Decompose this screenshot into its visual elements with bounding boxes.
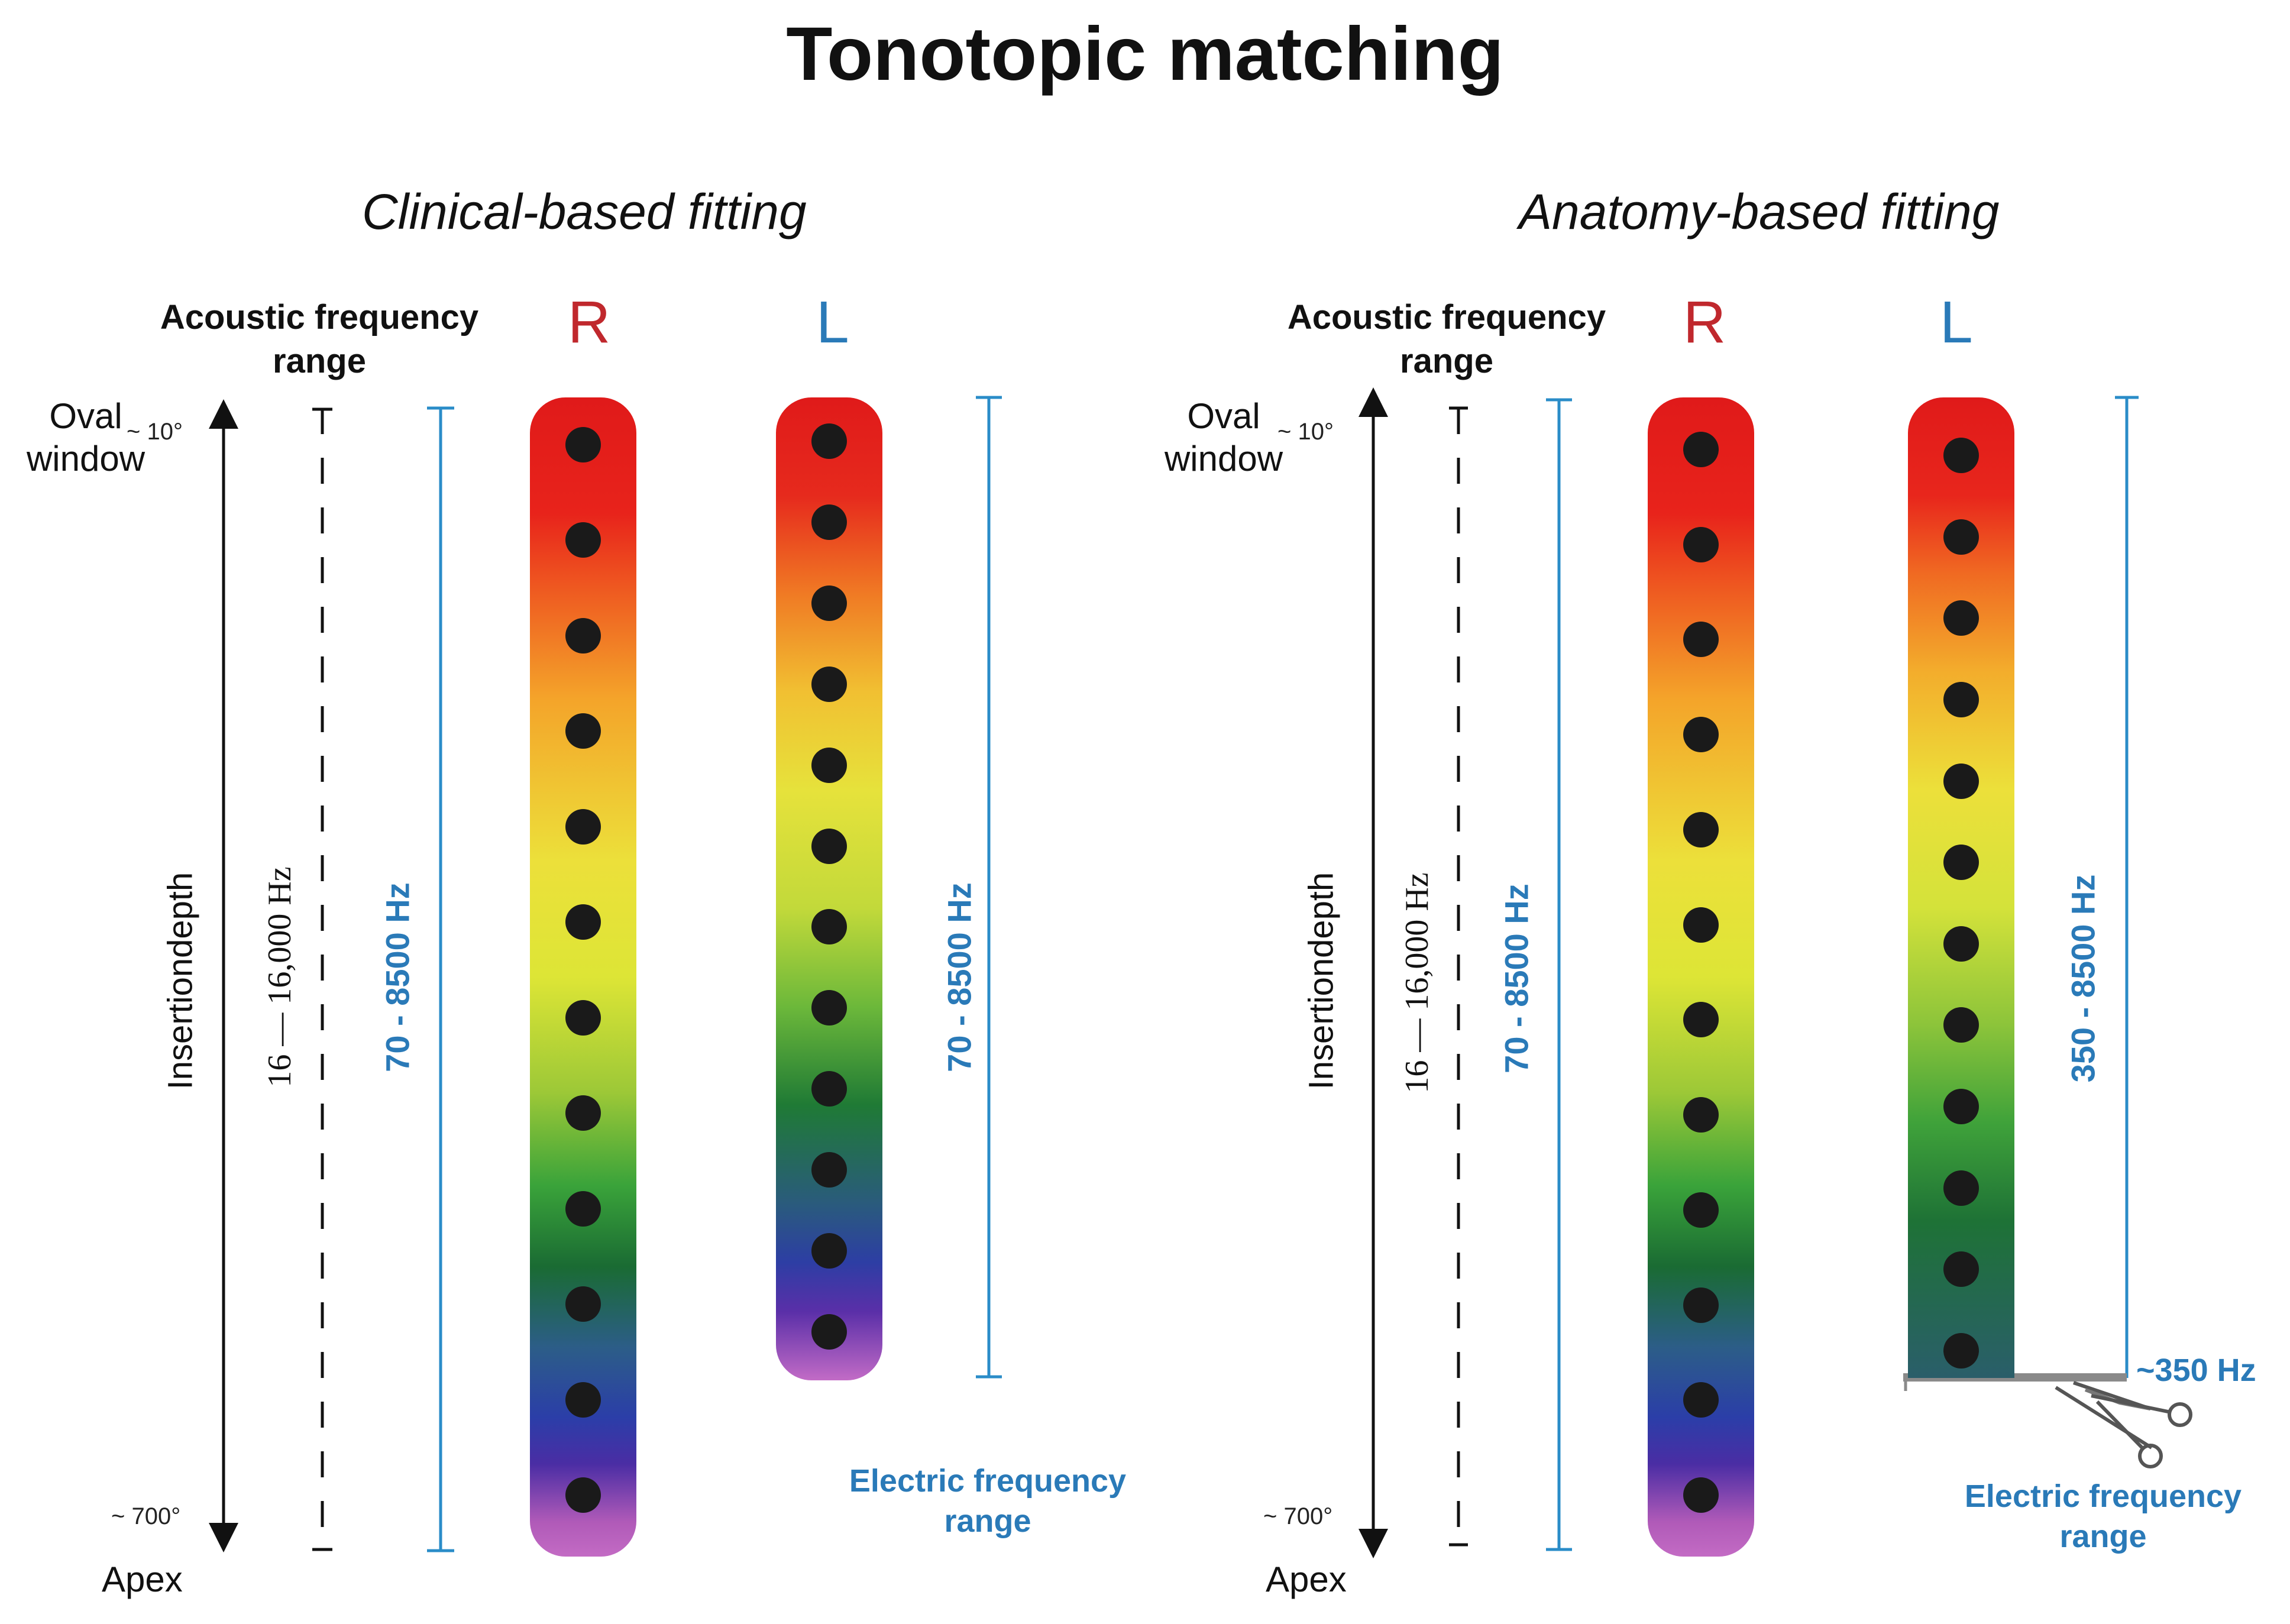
insertion-depth-label: Insertiondepth	[1302, 872, 1341, 1090]
electrode-contact	[565, 522, 601, 558]
electrode-array-right	[1648, 397, 1754, 1557]
clinical-guides	[209, 396, 1002, 1552]
electrode-contact	[811, 585, 847, 621]
electrode-contact	[1943, 1333, 1979, 1369]
electrode-contact	[565, 1382, 601, 1418]
electrode-contact	[1943, 926, 1979, 962]
oval-window-label: Oval window	[1164, 396, 1283, 478]
electrode-contact	[565, 999, 601, 1036]
electrode-contact	[811, 666, 847, 702]
apex-angle: ~ 700°	[1263, 1503, 1333, 1529]
electrode-contact	[565, 1286, 601, 1322]
electrode-contact	[1683, 1002, 1719, 1038]
anatomy-panel: Anatomy-based fitting Acoustic frequency…	[1145, 0, 2290, 1624]
electrode-contact	[811, 828, 847, 864]
electrode-contact	[565, 808, 601, 845]
clinical-panel: Clinical-based fitting Acoustic frequenc…	[26, 184, 1126, 1599]
clinical-subtitle: Clinical-based fitting	[362, 184, 807, 240]
right-ear-label: R	[568, 289, 611, 355]
electrode-contact	[1943, 1007, 1979, 1043]
oval-window-label: Oval window	[26, 396, 145, 478]
acoustic-range-value: 16 — 16,000 Hz	[1399, 872, 1435, 1094]
electrode-contact	[565, 713, 601, 749]
electrode-array-left	[1908, 397, 2014, 1378]
electrode-contact	[1943, 1251, 1979, 1287]
electrode-contact	[565, 1477, 601, 1513]
electrode-contact	[1943, 681, 1979, 717]
left-ear-label: L	[1940, 289, 1973, 355]
electrode-contact	[1683, 1192, 1719, 1228]
right-ear-label: R	[1683, 289, 1726, 355]
electrode-contact	[1943, 1089, 1979, 1125]
electrode-contact	[1943, 1170, 1979, 1206]
insertion-depth-label: Insertiondepth	[161, 872, 200, 1090]
electrode-contact	[1683, 907, 1719, 943]
electric-range-value-r: 70 - 8500 Hz	[1497, 884, 1535, 1073]
electrode-contact	[1683, 1097, 1719, 1133]
electric-range-label: Electric frequency range	[849, 1463, 1127, 1539]
electrode-contact	[565, 1095, 601, 1131]
electrode-contact	[811, 747, 847, 783]
electrode-contact	[1943, 438, 1979, 473]
cutoff-frequency-label: ~350 Hz	[2136, 1353, 2256, 1388]
acoustic-range-label: Acoustic frequency range	[1287, 298, 1606, 380]
electrode-contact	[811, 423, 847, 459]
electric-range-value-l: 70 - 8500 Hz	[940, 882, 978, 1072]
scissors-icon	[2055, 1381, 2192, 1468]
electrode-contact	[1683, 622, 1719, 658]
anatomy-subtitle: Anatomy-based fitting	[1519, 184, 2000, 240]
electrode-contact	[1943, 519, 1979, 555]
left-ear-label: L	[816, 289, 849, 355]
electrode-contact	[811, 1233, 847, 1269]
electrode-array-right	[530, 397, 636, 1557]
anatomy-guides	[1359, 387, 2192, 1558]
electrode-contact	[811, 1152, 847, 1188]
electrode-contact	[811, 504, 847, 540]
electrode-contact	[1683, 717, 1719, 753]
electric-range-label: Electric frequency range	[1964, 1479, 2242, 1554]
electrode-contact	[1683, 1477, 1719, 1513]
apex-label: Apex	[1266, 1560, 1347, 1599]
electric-range-value-r: 70 - 8500 Hz	[379, 882, 416, 1072]
electrode-array-left	[776, 397, 882, 1380]
electrode-contact	[811, 909, 847, 945]
acoustic-range-label: Acoustic frequency range	[160, 298, 479, 380]
electrode-contact	[811, 1314, 847, 1350]
electrode-contact	[811, 990, 847, 1026]
electrode-contact	[1683, 432, 1719, 467]
electrode-contact	[1683, 1287, 1719, 1323]
electrode-contact	[811, 1071, 847, 1107]
electrode-contact	[565, 617, 601, 654]
apex-angle: ~ 700°	[111, 1503, 181, 1529]
electrode-contact	[1683, 811, 1719, 847]
electrode-contact	[1943, 845, 1979, 881]
electrode-contact	[1943, 763, 1979, 799]
electrode-contact	[1683, 526, 1719, 562]
acoustic-range-value: 16 — 16,000 Hz	[261, 866, 298, 1088]
apex-label: Apex	[102, 1560, 183, 1599]
electrode-contact	[565, 427, 601, 462]
electrode-contact	[1943, 600, 1979, 636]
electrode-contact	[565, 1190, 601, 1227]
electrode-contact	[565, 904, 601, 940]
electric-range-value-l: 350 - 8500 Hz	[2064, 874, 2102, 1083]
electrode-contact	[1683, 1382, 1719, 1418]
oval-angle: ~ 10°	[127, 419, 183, 445]
figure-title: Tonotopic matching	[786, 12, 1504, 96]
oval-angle: ~ 10°	[1277, 419, 1334, 445]
